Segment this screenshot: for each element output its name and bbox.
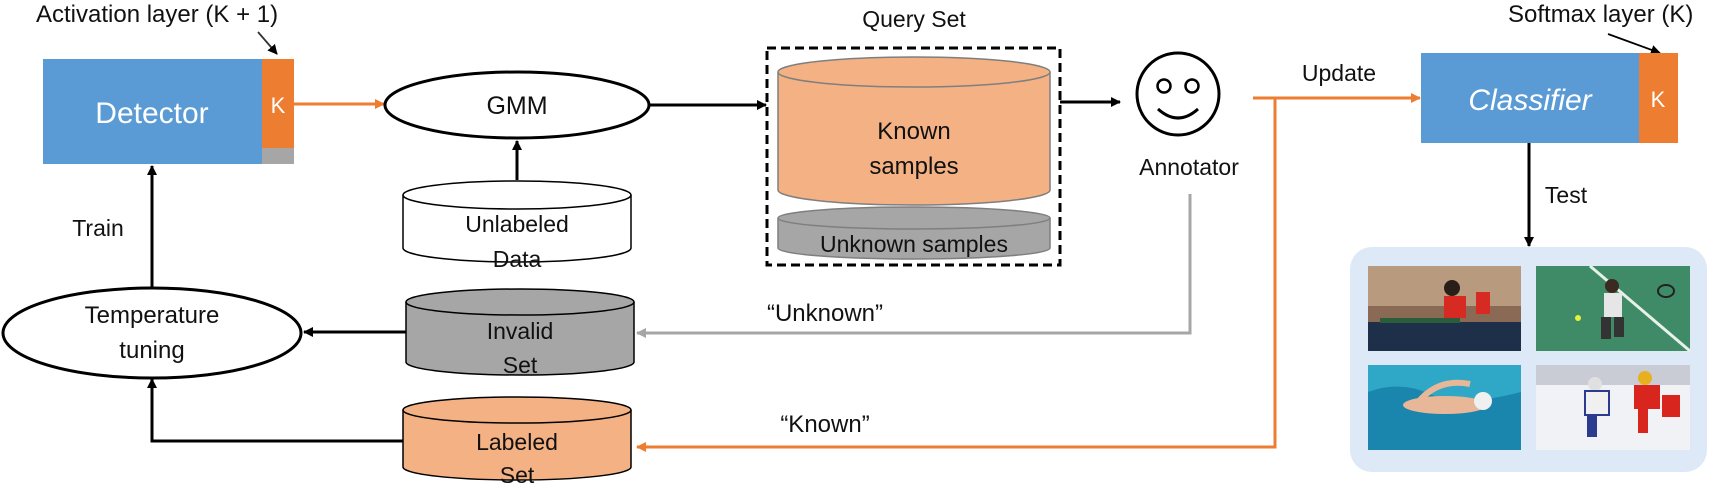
labeled-set-line1: Labeled <box>476 429 558 455</box>
unknown-feedback-label: “Unknown” <box>767 300 883 327</box>
update-label: Update <box>1302 60 1376 86</box>
swimming-photo <box>1368 365 1521 450</box>
unlabeled-line1: Unlabeled <box>465 211 569 237</box>
known-samples-store[interactable]: Known samples <box>777 56 1051 206</box>
unknown-samples-label: Unknown samples <box>820 231 1008 257</box>
known-samples-line2: samples <box>869 153 958 180</box>
classifier-k-label: K <box>1651 87 1666 112</box>
query-set-frame <box>765 46 1062 267</box>
train-label: Train <box>72 215 124 241</box>
known-feedback-arrow <box>636 98 1277 452</box>
activation-pointer-arrow <box>257 31 278 55</box>
invalid-set-line2: Set <box>503 352 538 378</box>
detector-k-label: K <box>271 93 286 118</box>
unknown-samples-store[interactable]: Unknown samples <box>777 206 1051 260</box>
test-label: Test <box>1545 182 1588 208</box>
tennis-photo <box>1536 264 1691 353</box>
invalid-set-line1: Invalid <box>487 318 553 344</box>
table-tennis-photo <box>1368 266 1521 351</box>
query-set-title: Query Set <box>862 6 966 32</box>
softmax-pointer-arrow <box>1607 33 1661 55</box>
detector-block[interactable]: Detector K <box>43 59 294 164</box>
invalid-set-store[interactable]: Invalid Set <box>405 288 635 378</box>
classifier-label: Classifier <box>1468 84 1592 117</box>
ice-hockey-photo <box>1536 365 1690 450</box>
detector-extra-unit <box>262 148 294 164</box>
detector-label: Detector <box>95 97 208 130</box>
gmm-label: GMM <box>486 92 547 120</box>
unlabeled-data-store[interactable]: Unlabeled Data <box>402 180 632 272</box>
unknown-feedback-arrow <box>636 194 1192 338</box>
unlabeled-line2: Data <box>493 246 542 272</box>
known-feedback-label: “Known” <box>780 411 869 438</box>
known-samples-line1: Known <box>877 118 950 145</box>
labeled-set-line2: Set <box>500 462 535 488</box>
temperature-line1: Temperature <box>85 302 220 329</box>
gmm-node[interactable]: GMM <box>383 70 651 140</box>
labeled-to-temperature-arrow <box>147 378 403 443</box>
temperature-line2: tuning <box>119 337 184 364</box>
classifier-k-layer <box>1639 53 1678 143</box>
temperature-tuning-node[interactable]: Temperature tuning <box>1 286 303 380</box>
detector-k-layer <box>262 59 294 148</box>
classifier-block[interactable]: Classifier K <box>1421 53 1678 143</box>
softmax-layer-label: Softmax layer (K) <box>1508 1 1693 28</box>
activation-layer-label: Activation layer (K + 1) <box>36 1 278 28</box>
labeled-set-store[interactable]: Labeled Set <box>402 396 632 488</box>
annotator-face-icon[interactable] <box>1135 51 1221 137</box>
annotator-label: Annotator <box>1139 154 1239 180</box>
